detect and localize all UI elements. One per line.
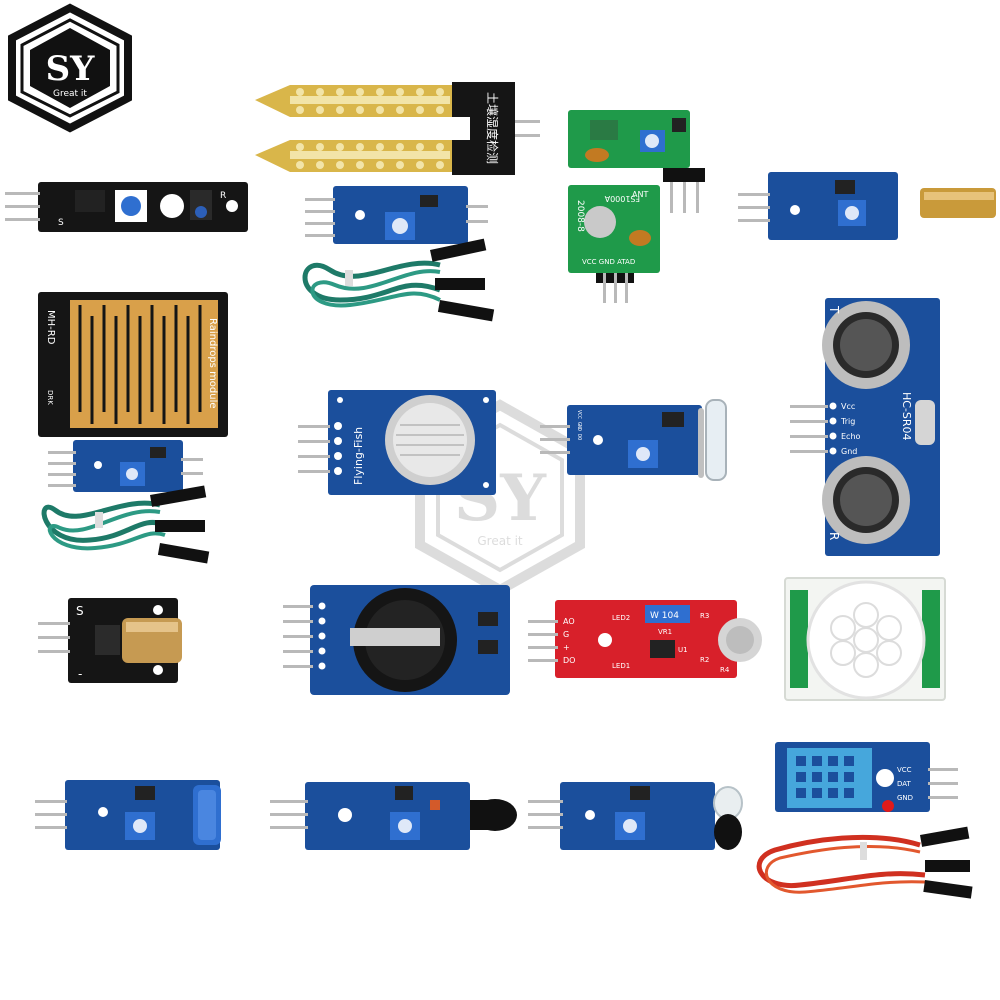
ultra-model-label: HC-SR04 [900,392,913,441]
sound-pin-plus: + [563,643,570,652]
sound-r2-label: R2 [700,656,709,664]
ultra-pin-gnd: Gnd [841,447,857,456]
ultra-r-label: R [827,532,841,540]
laser-module: S - [38,598,182,683]
laser-s-label: S [76,604,84,618]
track-r-label: R [220,191,226,201]
red-jumper-wires [756,826,973,899]
sound-pin-ao: AO [563,617,575,626]
rf-model-label: FS1000A [604,194,640,203]
rf-receiver: FS1000A 2008-8 ANT VCC GND ATAD [568,185,660,303]
sound-u1-label: U1 [678,646,688,654]
dht-pin-gnd: GND [897,794,913,802]
reed-switch-sensor: VCC GND DO [540,399,727,481]
sound-vr-label: VR1 [658,628,672,636]
sound-r3-label: R3 [700,612,709,620]
sound-led2-label: LED2 [612,614,630,622]
dht-pin-dat: DAT [897,780,912,788]
green-jumper-wires-top [302,238,495,322]
raindrops-board: MH-RD DRK Raindrops module [38,292,228,437]
ultrasonic-sensor: Vcc Trig Echo Gnd HC-SR04 T R [790,298,940,556]
line-tracking-sensor: S R [5,182,248,232]
sound-pin-g: G [563,630,569,639]
sound-sensor: W 104 AO G + DO LED2 LED1 VR1 U1 R3 R2 R… [528,600,762,678]
sound-pin-do: DO [563,656,575,665]
rf-transmitter [568,110,705,213]
soil-control-board [305,186,488,244]
rf-model2-label: 2008-8 [575,200,585,232]
soil-moisture-probe: 土壤湿度检测 [255,82,540,175]
dht-pin-vcc: VCC [897,766,912,774]
rain-control-board [48,440,203,492]
laser-minus-label: - [78,667,82,681]
vibration-sensor [35,780,221,850]
sy-logo: SY Great it [7,3,132,133]
logo-tagline: Great it [53,89,87,99]
ir-obstacle-sensor [270,782,517,850]
sound-led1-label: LED1 [612,662,630,670]
rtc-module [283,585,510,695]
pir-sensor [784,577,946,701]
sound-r4-label: R4 [720,666,730,674]
track-s-label: S [58,218,64,228]
gas-sensor: Flying-Fish [298,390,496,495]
rf-pins-label: VCC GND ATAD [582,258,635,266]
green-jumper-wires-left [41,485,210,564]
rain-board-left-label: MH-RD [45,310,56,345]
soil-chinese-label: 土壤湿度检测 [485,92,500,164]
reed-pins-label: VCC GND DO [576,410,582,440]
ultra-pin-echo: Echo [841,432,861,441]
rf-ant-label: ANT [632,190,648,199]
sound-pot-label: W 104 [650,611,679,621]
ultra-pin-trig: Trig [840,417,855,426]
ultra-t-label: T [827,305,841,314]
ultra-pin-vcc: Vcc [841,402,855,411]
flame-sensor [528,782,743,850]
gas-brand-label: Flying-Fish [352,427,365,485]
logo-letters: SY [46,49,96,89]
rain-board-name-label: Raindrops module [207,318,218,409]
dht11-sensor: VCC DAT GND [775,742,958,812]
tilt-switch-sensor [738,172,996,240]
watermark-tagline: Great it [477,534,523,548]
rain-board-side-label: DRK [46,390,54,405]
